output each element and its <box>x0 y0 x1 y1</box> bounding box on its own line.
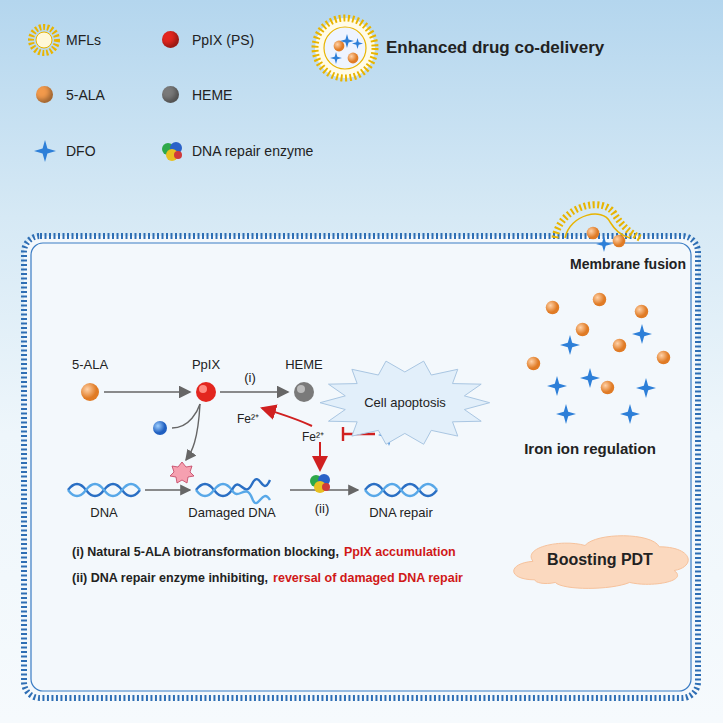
label-text: Fe²⁺ <box>302 428 324 445</box>
starburst-node: Cell apoptosis <box>320 360 490 445</box>
cloud-node: Boosting PDT <box>507 527 693 593</box>
label-text: Membrane fusion <box>570 256 686 272</box>
legend-text: DNA repair enzyme <box>192 143 313 159</box>
node-text: Cell apoptosis <box>364 395 446 410</box>
label-text: PpIX accumulation <box>344 545 456 559</box>
label-text: (i) <box>244 370 256 385</box>
legend-swatch <box>162 86 179 103</box>
legend-swatch <box>36 86 53 103</box>
label-text: reversal of damaged DNA repair <box>273 571 463 585</box>
label-text: Iron ion regulation <box>524 440 656 457</box>
legend-text: HEME <box>192 87 232 103</box>
legend-swatch <box>162 31 179 48</box>
label-text: HEME <box>285 357 323 372</box>
label-text: DNA repair <box>369 505 433 520</box>
legend-text: 5-ALA <box>66 87 105 103</box>
label-text: PpIX <box>192 357 220 372</box>
node-text: Boosting PDT <box>547 551 653 569</box>
legend-text: MFLs <box>66 32 101 48</box>
label-text: (ii) <box>315 501 329 516</box>
label-text: (ii) DNA repair enzyme inhibiting, <box>72 571 268 585</box>
label-text: 5-ALA <box>72 357 108 372</box>
label-text: Enhanced drug co-delivery <box>386 38 604 58</box>
label-text: Damaged DNA <box>188 505 275 520</box>
label-text: DNA <box>90 505 117 520</box>
label-text: (i) Natural 5-ALA biotransformation bloc… <box>72 545 339 559</box>
legend-text: PpIX (PS) <box>192 32 254 48</box>
legend-text: DFO <box>66 143 96 159</box>
label-text: Fe²⁺ <box>237 410 259 427</box>
